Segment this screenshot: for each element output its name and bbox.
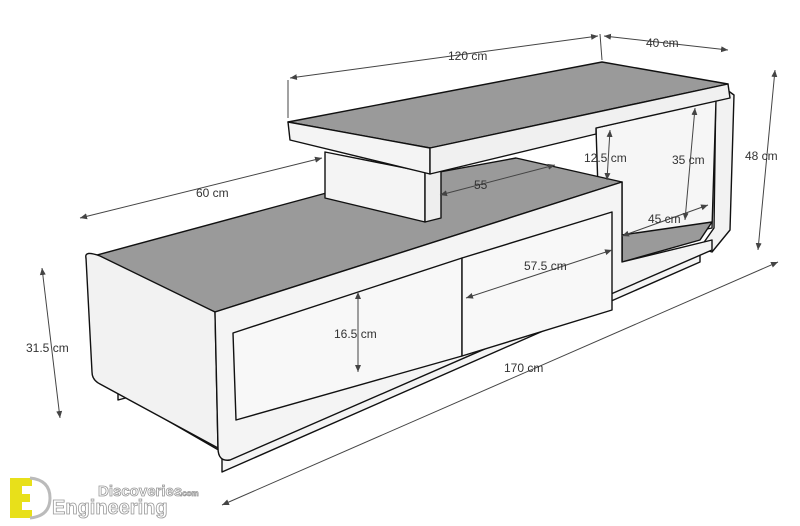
top-shelf-side-face — [429, 83, 731, 175]
dim-open-width: 45 cm — [648, 212, 681, 226]
dim-total-height: 48 cm — [745, 149, 778, 163]
logo-mark — [10, 478, 32, 486]
logo-line2: Engineering — [52, 497, 168, 519]
right-frame-side — [699, 81, 735, 253]
support-block-side — [424, 167, 442, 223]
extension-line — [599, 33, 603, 61]
logo-mark — [10, 494, 30, 502]
dim-top-depth: 40 cm — [646, 36, 679, 50]
dim-line-open-width — [621, 204, 709, 237]
dim-total-length: 170 cm — [504, 361, 543, 375]
dim-lower-depth: 60 cm — [196, 186, 229, 200]
dim-line-top-depth — [603, 33, 729, 53]
dim-line-gap-height — [604, 129, 613, 181]
dim-line-lower-depth — [79, 156, 323, 220]
logo-mark — [29, 476, 52, 520]
dim-line-body-height — [39, 267, 63, 419]
dim-drawer-height: 16.5 cm — [334, 327, 377, 341]
logo-mark — [10, 510, 32, 518]
dim-top-length: 120 cm — [448, 49, 487, 63]
engineering-discoveries-logo: Discoveries .com Engineering — [10, 476, 199, 520]
dim-drawer-width: 57.5 cm — [524, 259, 567, 273]
dimension-lines — [39, 33, 779, 506]
dim-open-height: 35 cm — [672, 153, 705, 167]
dim-line-open-height — [682, 107, 698, 221]
dim-line-total-length — [221, 261, 779, 506]
dim-line-total-height — [755, 69, 778, 251]
dim-line-top-length — [289, 33, 599, 81]
dim-line-support-width — [439, 163, 556, 197]
dim-gap-height: 12.5 cm — [584, 151, 627, 165]
logo-suffix: .com — [180, 489, 199, 498]
dim-support-width: 55 — [474, 178, 488, 192]
dim-body-height: 31.5 cm — [26, 341, 69, 355]
dimension-labels: 120 cm 40 cm 48 cm 60 cm 55 12.5 cm 35 c… — [26, 36, 778, 375]
logo-line1: Discoveries — [98, 483, 182, 500]
